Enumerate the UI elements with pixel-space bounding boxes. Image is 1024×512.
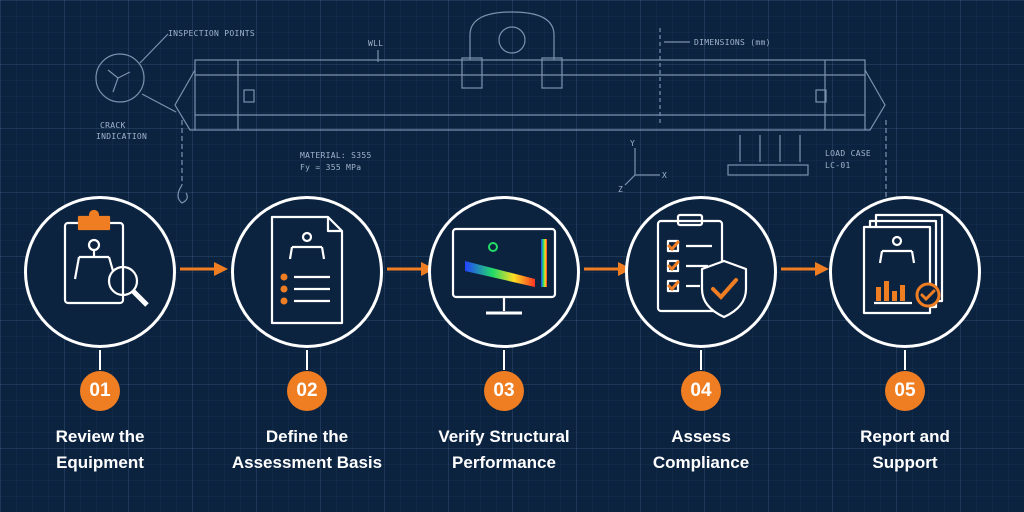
step-3-label: Verify Structural Performance	[414, 424, 594, 476]
step-2-label-line1: Define the	[265, 427, 349, 446]
step-1-label-line1: Review the	[55, 427, 145, 446]
step-4-circle	[625, 196, 777, 348]
clipboard-magnifier-icon	[63, 209, 149, 307]
step-1-circle	[24, 196, 176, 348]
step-5-label-line2: Support	[872, 453, 938, 472]
inspection-points-label: INSPECTION POINTS	[168, 29, 255, 38]
step-2-number-badge: 02	[287, 371, 327, 411]
axis-x-label: X	[662, 171, 667, 180]
load-case-label-2: LC-01	[825, 161, 851, 170]
step-2-label-line2: Assessment Basis	[231, 453, 383, 472]
step-1-label-line2: Equipment	[56, 453, 144, 472]
arrow-1-icon	[180, 262, 228, 276]
wll-label: WLL	[368, 39, 383, 48]
material-label-1: MATERIAL: S355	[300, 151, 372, 160]
step-3-label-line1: Verify Structural	[438, 427, 570, 446]
document-list-icon	[270, 215, 344, 325]
step-4-label: Assess Compliance	[611, 424, 791, 476]
dimensions-label: DIMENSIONS (mm)	[694, 38, 771, 47]
crack-label-2: INDICATION	[96, 132, 147, 141]
step-3-number-badge: 03	[484, 371, 524, 411]
step-3-connector	[503, 350, 505, 370]
step-4-connector	[700, 350, 702, 370]
material-label-2: Fy = 355 MPa	[300, 163, 361, 172]
step-4-label-line2: Compliance	[652, 453, 750, 472]
step-5-circle	[829, 196, 981, 348]
step-3-circle	[428, 196, 580, 348]
arrow-4-icon	[781, 262, 829, 276]
step-2-circle	[231, 196, 383, 348]
step-2-label: Define the Assessment Basis	[217, 424, 397, 476]
load-case-label-1: LOAD CASE	[825, 149, 871, 158]
step-5-label-line1: Report and	[860, 427, 950, 446]
axis-z-label: Z	[618, 185, 623, 194]
step-1-label: Review the Equipment	[10, 424, 190, 476]
axis-y-label: Y	[630, 139, 635, 148]
step-2-connector	[306, 350, 308, 370]
beam-outline	[194, 59, 866, 131]
report-chart-icon	[862, 213, 944, 315]
step-5-connector	[904, 350, 906, 370]
crack-label-1: CRACK	[100, 121, 126, 130]
step-5-number-badge: 05	[885, 371, 925, 411]
step-1-connector	[99, 350, 101, 370]
checklist-shield-icon	[656, 213, 748, 319]
fea-monitor-icon	[451, 227, 557, 315]
step-4-label-line1: Assess	[671, 427, 731, 446]
step-5-label: Report and Support	[815, 424, 995, 476]
step-3-label-line2: Performance	[452, 453, 556, 472]
step-4-number-badge: 04	[681, 371, 721, 411]
step-1-number-badge: 01	[80, 371, 120, 411]
